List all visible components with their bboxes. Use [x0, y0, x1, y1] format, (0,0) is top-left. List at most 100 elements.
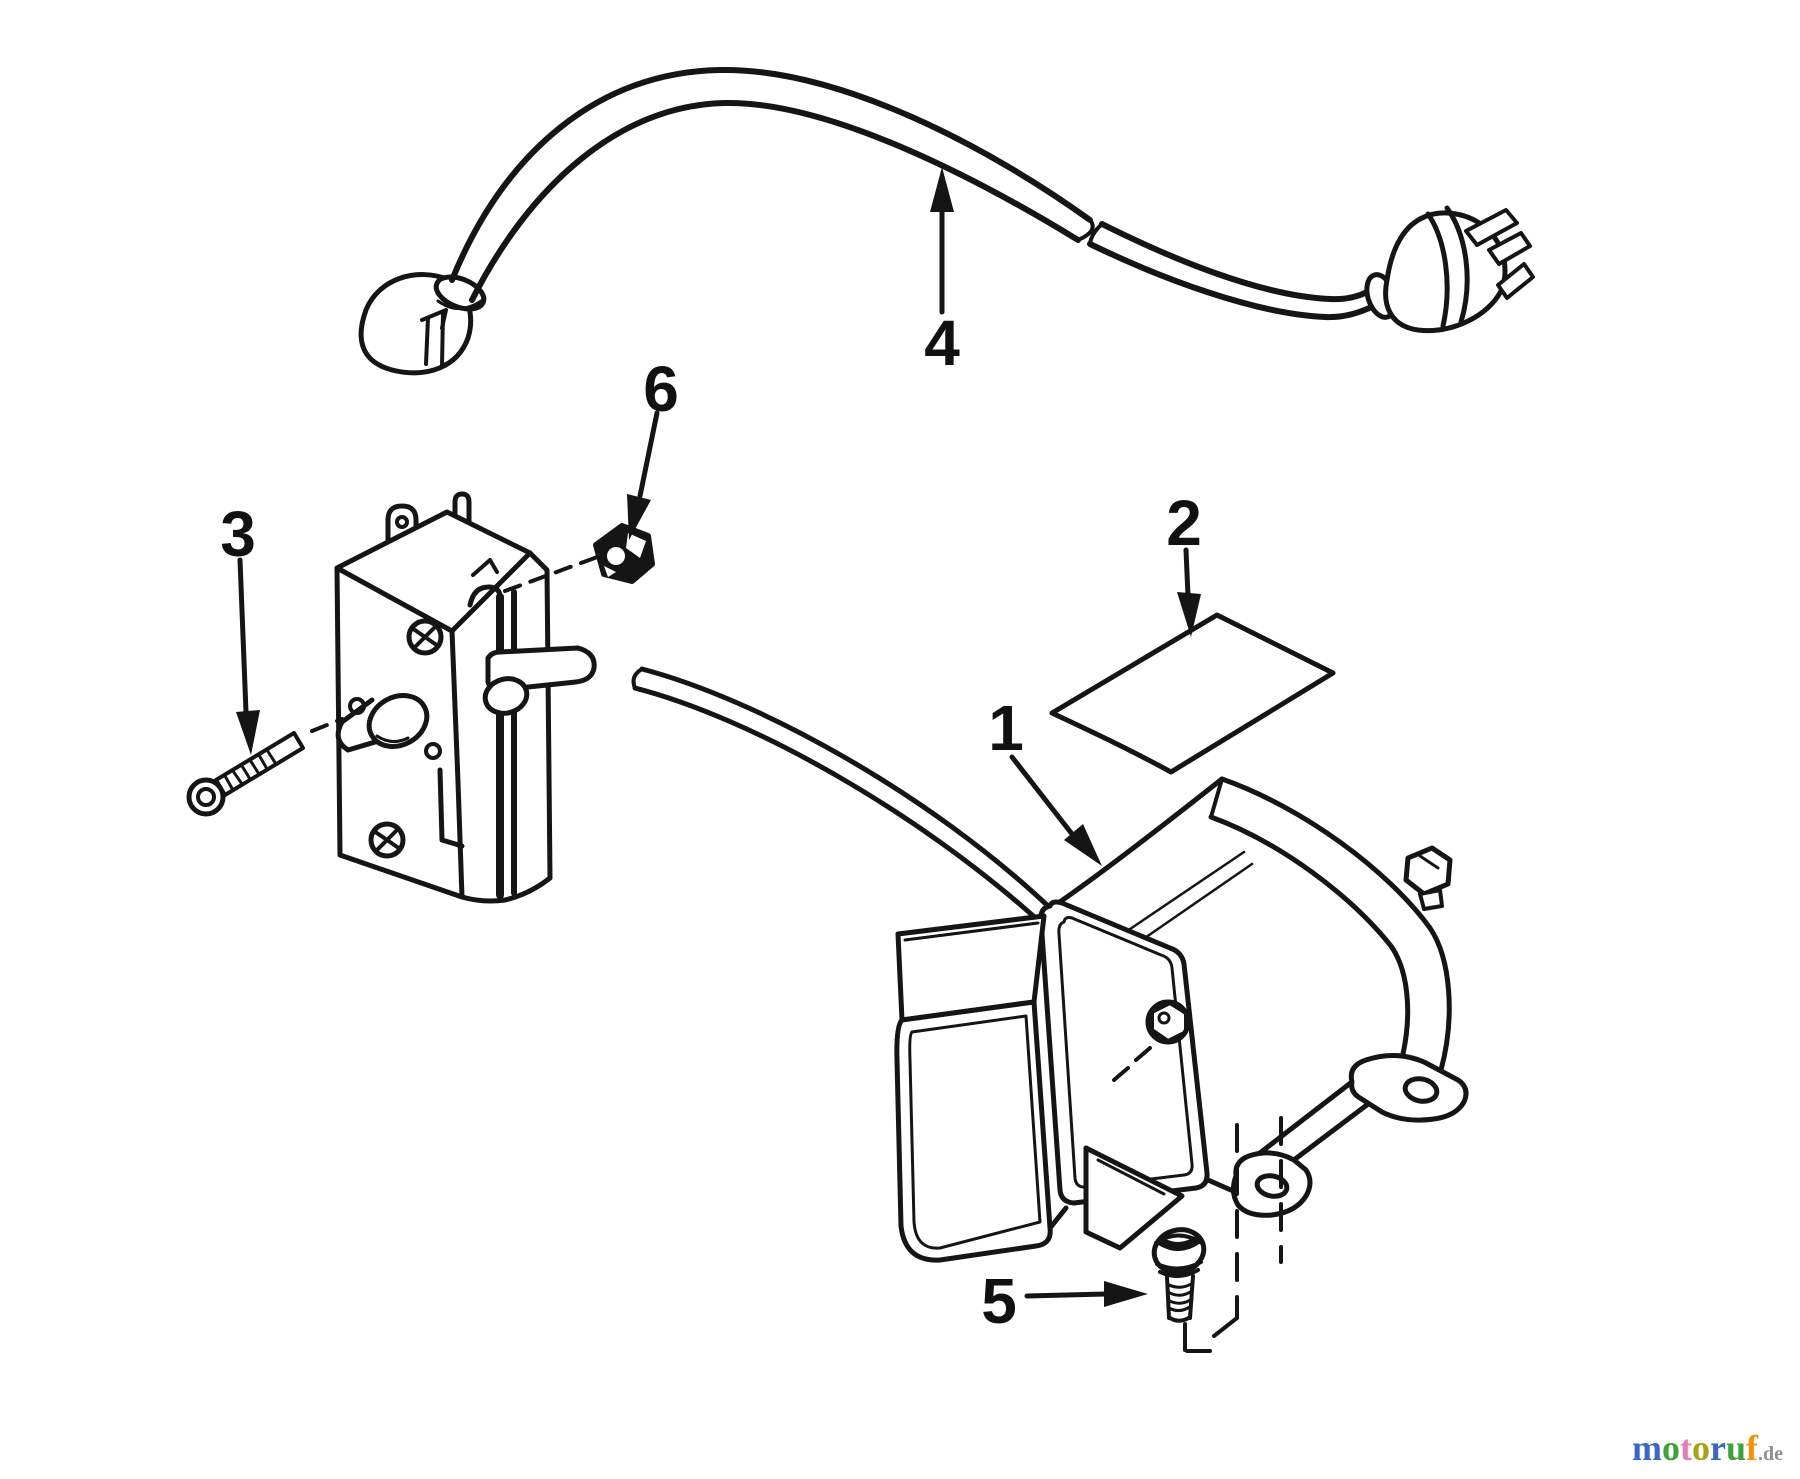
cord-right-lower-line [1087, 241, 1381, 321]
mount-ear-right-hole [1402, 1076, 1440, 1104]
bracket-u-notch [467, 584, 503, 608]
callout-2-arrowhead [1177, 592, 1201, 637]
switch-screw-top-cross [410, 624, 440, 650]
screw3-head [186, 777, 226, 817]
watermark-letter: m [1632, 1428, 1662, 1468]
watermark-letter: t [1680, 1428, 1692, 1468]
watermark-letter: f [1746, 1428, 1759, 1468]
switch-bottom-notch [437, 767, 465, 849]
switch-top-face-edge [449, 550, 533, 634]
switch-hole-1 [348, 697, 366, 715]
switch-screw-bottom-cross [372, 827, 402, 853]
plug-prong-2 [1487, 231, 1532, 266]
watermark-suffix: .de [1758, 1443, 1784, 1465]
screw5-collar-2 [1158, 1268, 1200, 1278]
screw5-slot [1157, 1235, 1202, 1251]
wire-lower-line [632, 685, 1043, 925]
wire-upper-line [639, 666, 1051, 909]
cord-right-upper-line [1099, 221, 1377, 303]
nut-facet-1 [626, 533, 646, 558]
callout-5-arrowhead [1104, 1281, 1148, 1307]
callout-5-number: 5 [981, 1265, 1017, 1337]
callout-3-number: 3 [220, 498, 256, 570]
gearbox-side-edge [1047, 1205, 1069, 1231]
callout-1: 1 [988, 692, 1102, 866]
terminal-tab-left-hole [395, 515, 409, 529]
callout-3-leader [237, 557, 249, 715]
endcap-bolt [1403, 845, 1453, 897]
plate-bolt-hex [1150, 1001, 1188, 1043]
switch-button [366, 693, 430, 749]
callout-4-arrowhead [930, 167, 954, 212]
cord-boot-detail-line-1 [424, 316, 430, 366]
gearbox-flap-inner [1096, 1158, 1166, 1196]
endcap-bolt-tab [1418, 888, 1444, 911]
wire-end-cap [631, 667, 644, 690]
callout-4: 4 [924, 167, 960, 379]
callout-2: 2 [1166, 487, 1202, 637]
plug-band-line-1 [1425, 211, 1450, 329]
cord-break-cap-right [1088, 222, 1104, 246]
callout-2-number: 2 [1166, 487, 1202, 559]
hex-nut-item-6 [593, 523, 655, 584]
callout-5: 5 [981, 1265, 1148, 1337]
plug-prong-3 [1496, 262, 1535, 300]
nut-facet-2 [604, 566, 616, 577]
plug-band-line-2 [1444, 205, 1470, 325]
watermark-letter: o [1662, 1428, 1680, 1468]
nut-outline [593, 523, 655, 584]
decal-label-item-2 [1049, 612, 1336, 775]
motoruf-watermark: motoruf.de [1632, 1426, 1800, 1474]
screw5-threads [1165, 1281, 1195, 1313]
screw3-threads [223, 748, 278, 792]
screw-item-3 [186, 731, 305, 817]
callouts: 1 2 3 4 5 6 [220, 167, 1202, 1337]
switch-hole-2 [424, 742, 442, 760]
callout-6-arrowhead [627, 494, 651, 540]
screw5-collar-1 [1155, 1260, 1203, 1271]
screw-item-5 [1151, 1227, 1207, 1323]
callout-1-number: 1 [988, 692, 1024, 764]
gearbox-top-inner [903, 921, 1040, 942]
motor-front-plate-inner [1057, 916, 1194, 1189]
cord-boot-collar-inner [436, 297, 486, 310]
gearbox-flap [1083, 1145, 1185, 1251]
switch-top-notch [471, 558, 499, 577]
nut-hole [607, 547, 625, 565]
screw3-head-inner [196, 787, 216, 807]
plate-bolt-center [1157, 1011, 1171, 1025]
callout-2-leader [1183, 547, 1191, 599]
callout-5-leader [1024, 1291, 1109, 1299]
plate-bolt-dashes [1112, 1046, 1152, 1082]
switch-front-right-edge [449, 628, 465, 900]
switch-button-inner [375, 734, 410, 743]
dash-to-nut [503, 554, 602, 593]
callout-3-arrowhead [236, 710, 260, 755]
dash-to-screw3 [310, 717, 344, 733]
cord-upper-line [449, 66, 1093, 283]
callout-6: 6 [627, 353, 679, 540]
callout-1-leader [1009, 754, 1075, 837]
wire-lead [631, 666, 1051, 925]
switch-side-lobe [482, 676, 530, 716]
gearbox-front-face [894, 999, 1053, 1263]
callout-4-number: 4 [924, 307, 960, 379]
motor-top-edge [1045, 776, 1225, 913]
endcap-band-top-edge [1209, 777, 1224, 819]
dash-diag [1212, 1316, 1239, 1338]
watermark-letter: u [1725, 1428, 1747, 1468]
cord-boot-detail-tick [420, 308, 448, 330]
starter-motor-assembly [894, 776, 1469, 1353]
endcap-bolt-facet [1418, 854, 1440, 870]
cord-break-cap-left [1076, 218, 1095, 242]
callout-6-leader [637, 410, 660, 499]
decal-outline [1049, 612, 1336, 775]
callout-3: 3 [220, 498, 260, 755]
endcap-band-outer [1219, 776, 1452, 1073]
power-cord-assembly [358, 66, 1535, 376]
gearbox-front-inner [908, 1014, 1042, 1250]
watermark-letter: r [1710, 1428, 1726, 1468]
screw5-tip [1168, 1315, 1192, 1323]
